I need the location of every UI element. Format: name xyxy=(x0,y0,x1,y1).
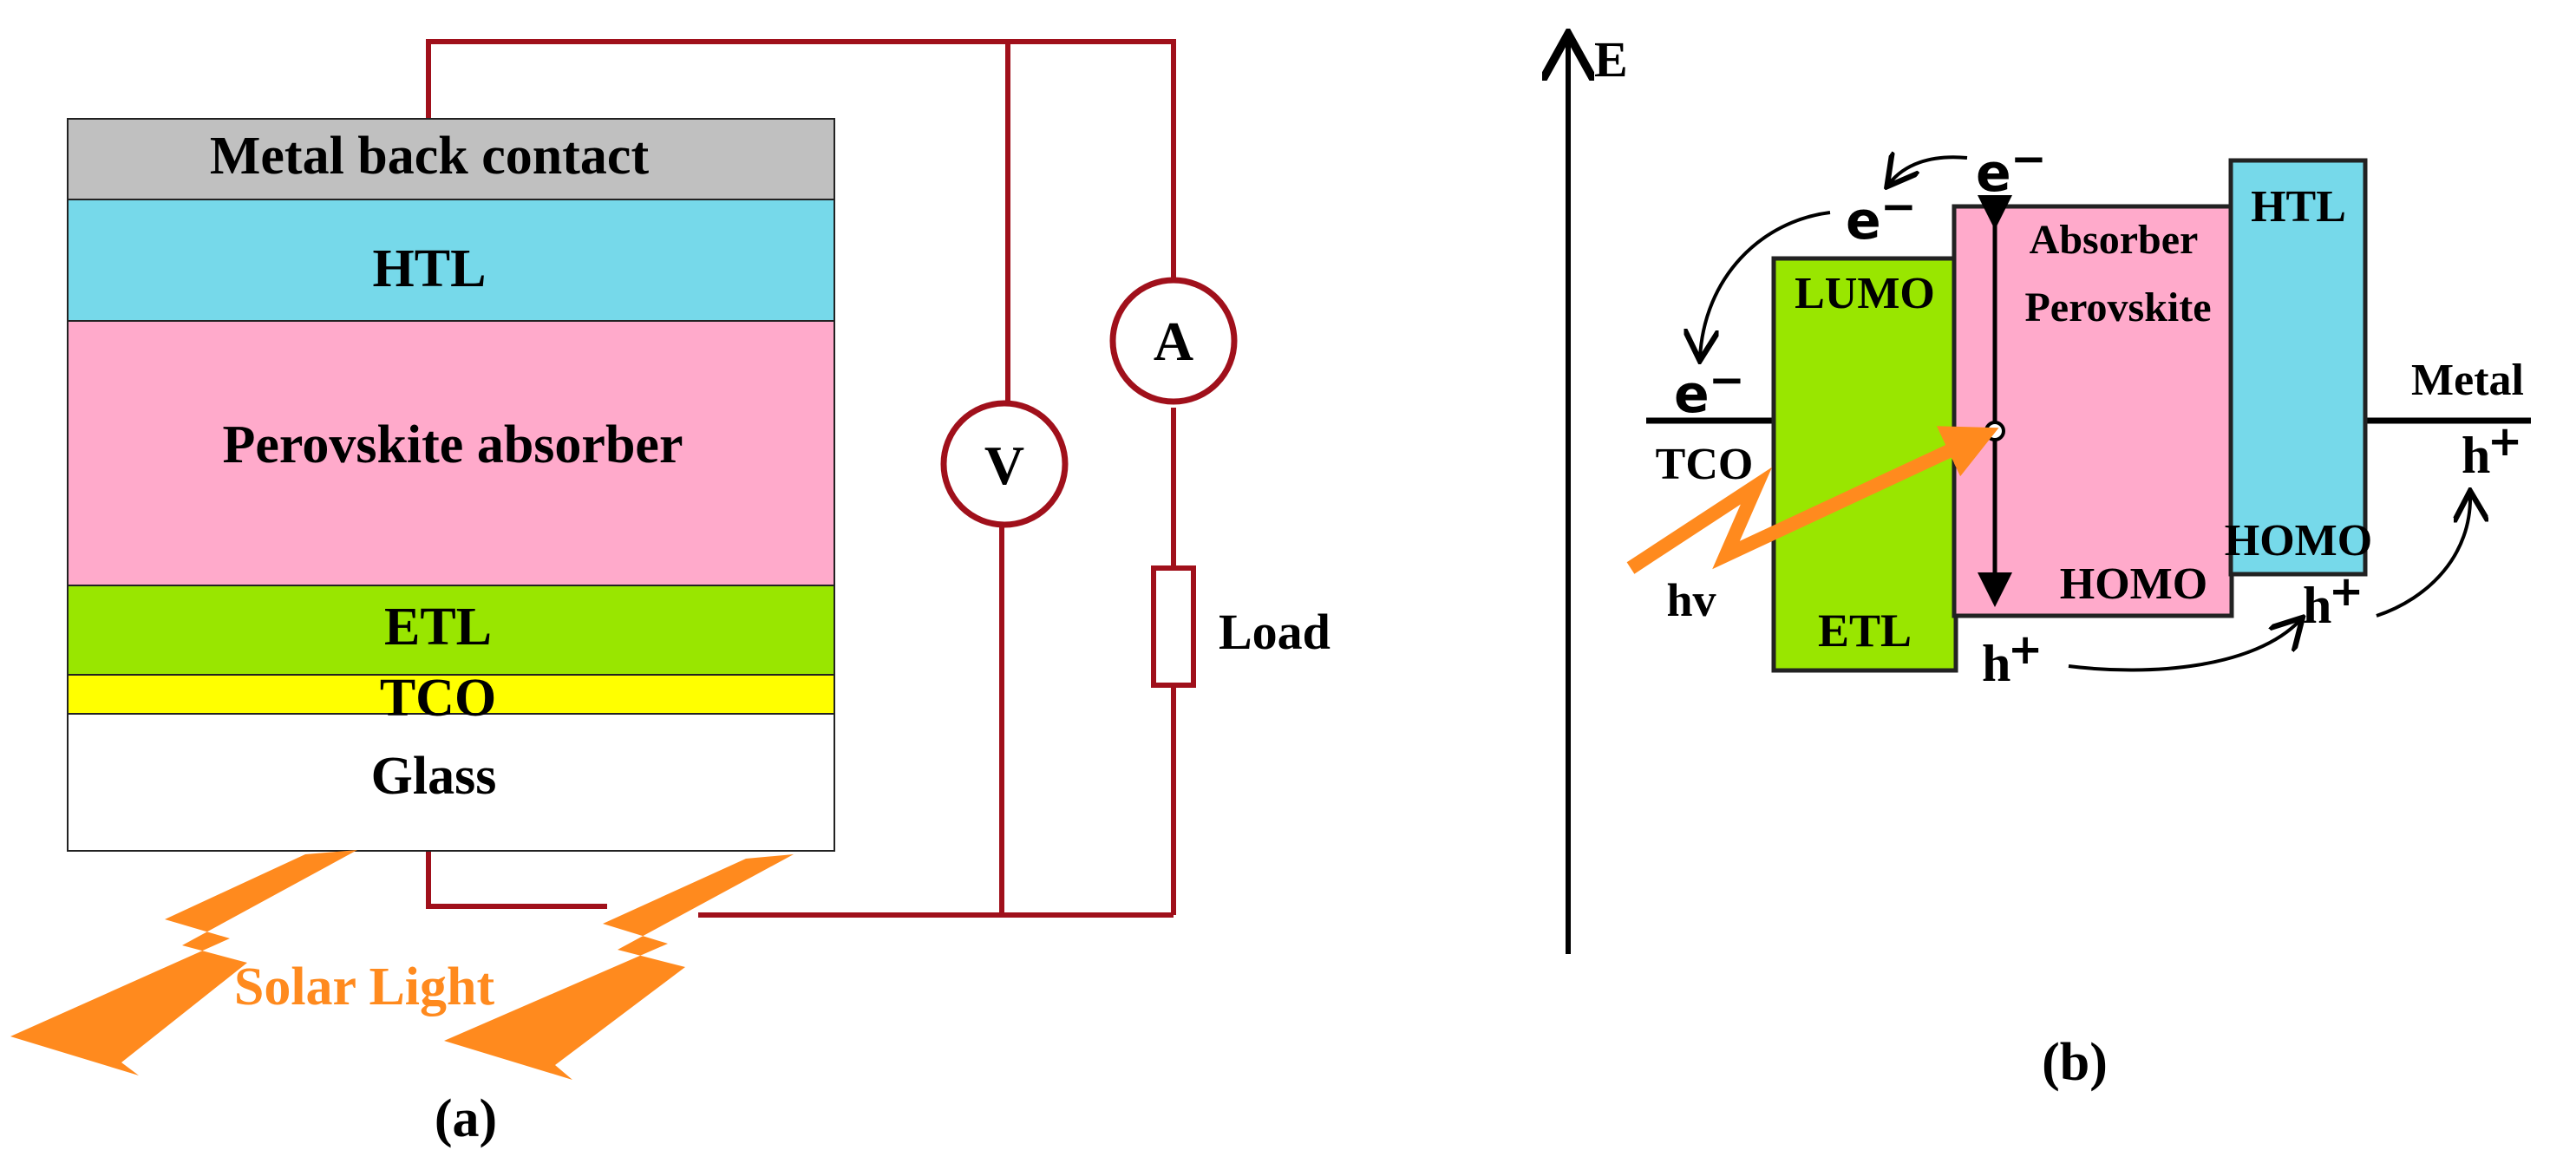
caption-b: (b) xyxy=(2042,1033,2108,1092)
wire-top xyxy=(426,39,1176,279)
energy-axis-label: E xyxy=(1594,31,1628,88)
layer-glass-label: Glass xyxy=(371,747,497,806)
caption-a: (a) xyxy=(435,1089,497,1148)
etl-label: ETL xyxy=(1818,605,1912,657)
electron-arrow-1 xyxy=(1889,157,1968,184)
electron-middle: e − xyxy=(1846,181,1917,252)
svg-text:e: e xyxy=(1674,364,1710,425)
htl-label: HTL xyxy=(2251,182,2346,232)
load-label: Load xyxy=(1219,604,1330,660)
absorber-label-line1: Absorber xyxy=(2030,217,2199,263)
electron-tco: e − xyxy=(1674,355,1745,425)
hole-arrow-1 xyxy=(2068,620,2300,672)
electron-arrow-2 xyxy=(1700,211,1831,357)
layer-tco-label: TCO xyxy=(380,669,496,728)
lightning-bolt-left xyxy=(10,850,357,1075)
layer-perovskite-label: Perovskite absorber xyxy=(223,415,683,474)
htl-homo-label: HOMO xyxy=(2225,516,2372,565)
lightning-bolt-right xyxy=(444,854,794,1080)
svg-text:e: e xyxy=(1846,191,1881,252)
voltmeter-label: V xyxy=(984,435,1024,496)
svg-text:+: + xyxy=(2329,567,2364,616)
layer-etl-label: ETL xyxy=(384,598,492,657)
htl-band-box xyxy=(2228,158,2368,577)
ammeter xyxy=(1109,277,1238,405)
hole-htl: h + xyxy=(2303,567,2364,634)
panel-b: E LUMO ETL Absorber Perovskite HOMO HTL … xyxy=(1568,31,2531,1092)
svg-text:h: h xyxy=(2462,427,2490,484)
layer-stack: Metal back contact HTL Perovskite absorb… xyxy=(67,118,835,852)
photon-label: hv xyxy=(1666,574,1716,626)
layer-htl xyxy=(67,199,835,322)
ammeter-label: A xyxy=(1154,310,1193,372)
metal-label: Metal xyxy=(2411,356,2524,405)
svg-text:e: e xyxy=(1976,143,2011,204)
svg-text:−: − xyxy=(1880,181,1917,232)
svg-text:h: h xyxy=(2303,577,2331,634)
etl-lumo-label: LUMO xyxy=(1795,269,1935,318)
excitation-point xyxy=(1984,421,2005,441)
svg-text:+: + xyxy=(2488,417,2522,466)
layer-metal-label: Metal back contact xyxy=(210,127,650,186)
circuit-wires xyxy=(426,39,1176,918)
layer-tco xyxy=(67,674,835,715)
svg-text:−: − xyxy=(2010,134,2047,184)
load-resistor xyxy=(1151,565,1196,688)
photon-arrow xyxy=(1626,426,1999,574)
svg-text:h: h xyxy=(1982,635,2010,692)
hole-metal: h + xyxy=(2462,417,2522,484)
solar-light-bolts xyxy=(10,850,794,1080)
hole-arrow-2 xyxy=(2376,494,2470,618)
svg-text:+: + xyxy=(2008,625,2043,674)
layer-perovskite-absorber xyxy=(67,320,835,586)
absorber-homo-label: HOMO xyxy=(2060,559,2207,609)
layer-metal-back-contact xyxy=(67,118,835,200)
absorber-label-line2: Perovskite xyxy=(2024,284,2211,330)
voltmeter xyxy=(940,400,1069,528)
wire-bottom-left xyxy=(426,850,607,909)
hole-absorber: h + xyxy=(1982,625,2043,692)
layer-glass xyxy=(67,713,835,852)
electron-top: e − xyxy=(1976,134,2047,204)
svg-text:−: − xyxy=(1709,355,1745,405)
tco-label: TCO xyxy=(1656,440,1754,489)
panel-a: A V Load Metal back contact HTL Perovski… xyxy=(10,39,1330,1148)
solar-light-label: Solar Light xyxy=(234,958,495,1016)
layer-htl-label: HTL xyxy=(373,239,487,298)
